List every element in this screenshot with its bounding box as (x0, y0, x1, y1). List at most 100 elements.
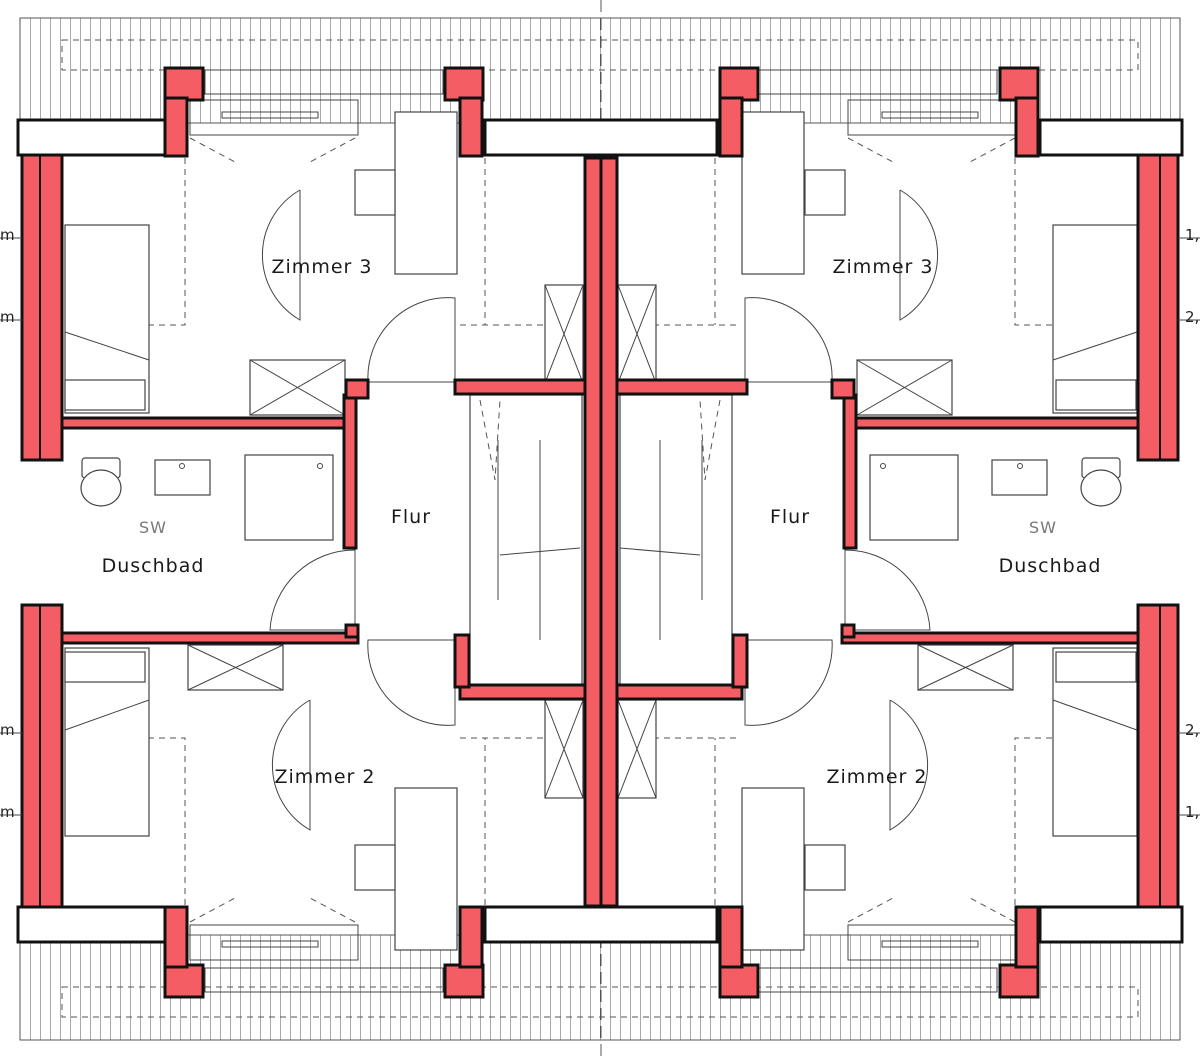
radiator-bl (221, 940, 319, 948)
stair-left (469, 394, 583, 686)
dim-right-4: 1, (1185, 803, 1199, 821)
wardrobe-tl (249, 359, 346, 416)
toilet-bowl-left (80, 469, 122, 507)
dormer-windows (189, 69, 1017, 993)
wardrobe-br (917, 644, 1014, 691)
stair-wall-bottom-left (458, 683, 587, 701)
eave-br (1038, 905, 1184, 944)
roof-right-bottom (1160, 920, 1180, 1040)
shaft-br (617, 699, 657, 799)
dormer-post-4 (998, 66, 1040, 102)
door-swing-flur-top-right (744, 297, 833, 383)
label-zimmer3-left: Zimmer 3 (272, 256, 373, 278)
radiator-tl (221, 111, 319, 119)
stairs (469, 394, 733, 686)
stair-wall-bottom-right (615, 683, 744, 701)
dim-left-1: m (0, 226, 15, 244)
door-swing-zimmer3-left (261, 189, 301, 321)
door-swing-zimmer2-left (271, 699, 311, 831)
eave-bl (16, 905, 168, 944)
shower-right (869, 454, 959, 541)
roof-left-top (20, 18, 40, 138)
label-sw-left: SW (139, 518, 167, 537)
label-bath-left: Duschbad (102, 555, 205, 577)
door-swing-bath-right (844, 549, 931, 631)
bath-wall-bottom-right (840, 631, 1140, 645)
wardrobe-bl (187, 644, 284, 691)
desk-tl (394, 111, 458, 275)
dim-right-3: 2, (1185, 721, 1199, 739)
shaft-bl (544, 699, 584, 799)
label-flur-right: Flur (770, 506, 810, 528)
label-zimmer2-left: Zimmer 2 (275, 766, 376, 788)
eave-tl (16, 118, 168, 157)
wall-right-top (1136, 138, 1180, 462)
toilet-bowl-right (1080, 469, 1122, 507)
stair-wall-top-right (615, 378, 749, 396)
furniture (64, 111, 1138, 951)
room-labels: Zimmer 3 Zimmer 3 Zimmer 2 Zimmer 2 Flur… (102, 256, 1102, 788)
dim-left-3: m (0, 721, 15, 739)
chair-br (804, 844, 846, 891)
sink-left (154, 459, 211, 496)
dormer-post-1 (163, 66, 205, 102)
shafts (187, 284, 1014, 799)
dormer-window-bl (204, 967, 444, 993)
dormer-sill-tl (189, 99, 359, 136)
dormer-post-5 (163, 963, 205, 999)
shaft-tl (544, 284, 584, 384)
desk-bl (394, 787, 458, 951)
stair-wall-top-left (453, 378, 587, 396)
dormer-sill-bl (189, 924, 359, 961)
roof-right-top (1160, 18, 1180, 138)
dormer-post-7 (718, 963, 760, 999)
bath-wall-side-left (342, 393, 358, 550)
shaft-tr (617, 284, 657, 384)
wardrobe-tr (856, 359, 953, 416)
sink-right (991, 459, 1048, 496)
dormer-post-8 (998, 963, 1040, 999)
chair-tl (354, 169, 396, 216)
pillow-tl (64, 379, 146, 411)
radiator-br (881, 940, 979, 948)
door-swing-zimmer3-right (899, 189, 939, 321)
bath-fixtures (80, 454, 1122, 541)
shower-left (244, 454, 334, 541)
label-sw-right: SW (1029, 518, 1057, 537)
roof-outline-top (61, 39, 1139, 71)
pillow-bl (64, 651, 146, 683)
label-zimmer2-right: Zimmer 2 (827, 766, 928, 788)
dim-right-2: 2, (1185, 308, 1199, 326)
wall-right-bottom (1136, 603, 1180, 927)
dormer-post-2 (443, 66, 485, 102)
door-swing-flur-top-left (367, 297, 456, 383)
bath-wall-bottom-left (60, 631, 360, 645)
roof-outline-bottom (61, 986, 1139, 1018)
wall-left-top (20, 138, 64, 462)
door-swing-flur-bottom-left (367, 639, 456, 726)
roof-left-bottom (20, 920, 40, 1040)
bath-wall-side-right (842, 393, 858, 550)
dimension-marks: m m m m 1, 2, 2, 1, (0, 226, 1200, 821)
pillow-br (1055, 651, 1137, 683)
label-flur-left: Flur (391, 506, 431, 528)
radiator-tr (881, 111, 979, 119)
chair-tr (804, 169, 846, 216)
chair-bl (354, 844, 396, 891)
door-swing-zimmer2-right (889, 699, 929, 831)
label-bath-right: Duschbad (999, 555, 1102, 577)
desk-br (741, 787, 805, 951)
wall-left-bottom (20, 603, 64, 927)
dormer-window-tl (204, 69, 444, 95)
eave-bc (483, 905, 719, 944)
doors (261, 189, 939, 831)
door-swing-flur-bottom-right (744, 639, 833, 726)
label-zimmer3-right: Zimmer 3 (833, 256, 934, 278)
eave-tr (1038, 118, 1184, 157)
walls (16, 66, 1184, 999)
dormer-post-3 (718, 66, 760, 102)
bath-wall-top-left (60, 416, 346, 430)
dim-left-2: m (0, 308, 15, 326)
dormer-post-6 (443, 963, 485, 999)
